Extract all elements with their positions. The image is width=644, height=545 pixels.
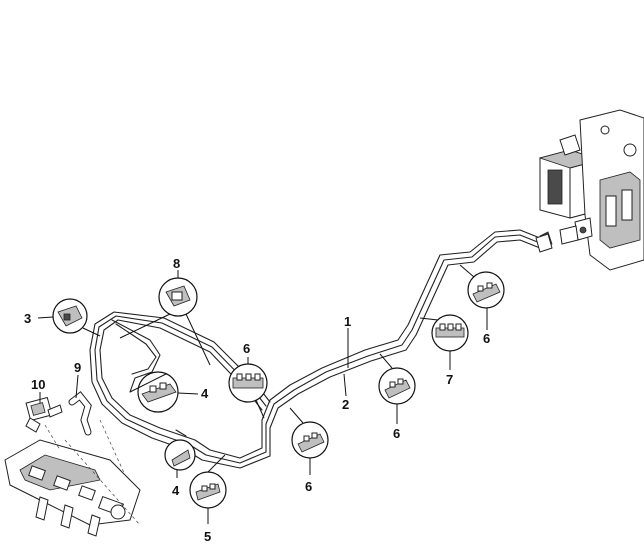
leader-lines bbox=[37, 264, 488, 524]
fuel-rail-assembly bbox=[4, 419, 141, 537]
callout-labels: 1 2 3 4 4 5 6 6 6 6 7 8 9 10 bbox=[24, 256, 490, 544]
callout-6-left: 6 bbox=[243, 341, 250, 356]
callout-4-lower: 4 bbox=[172, 483, 180, 498]
callout-2: 2 bbox=[342, 397, 349, 412]
detail-views bbox=[52, 271, 505, 509]
charcoal-canister-assembly bbox=[538, 109, 644, 271]
callout-9: 9 bbox=[74, 360, 81, 375]
purge-valve bbox=[25, 396, 63, 433]
callout-4-upper: 4 bbox=[201, 386, 209, 401]
callout-3: 3 bbox=[24, 311, 31, 326]
callout-6-right: 6 bbox=[483, 331, 490, 346]
callout-8: 8 bbox=[173, 256, 180, 271]
callout-1: 1 bbox=[344, 314, 351, 329]
callout-7: 7 bbox=[446, 372, 453, 387]
vent-hose bbox=[68, 391, 92, 436]
callout-6-middle: 6 bbox=[305, 479, 312, 494]
callout-6-center: 6 bbox=[393, 426, 400, 441]
callout-10: 10 bbox=[31, 377, 45, 392]
callout-5: 5 bbox=[204, 529, 211, 544]
